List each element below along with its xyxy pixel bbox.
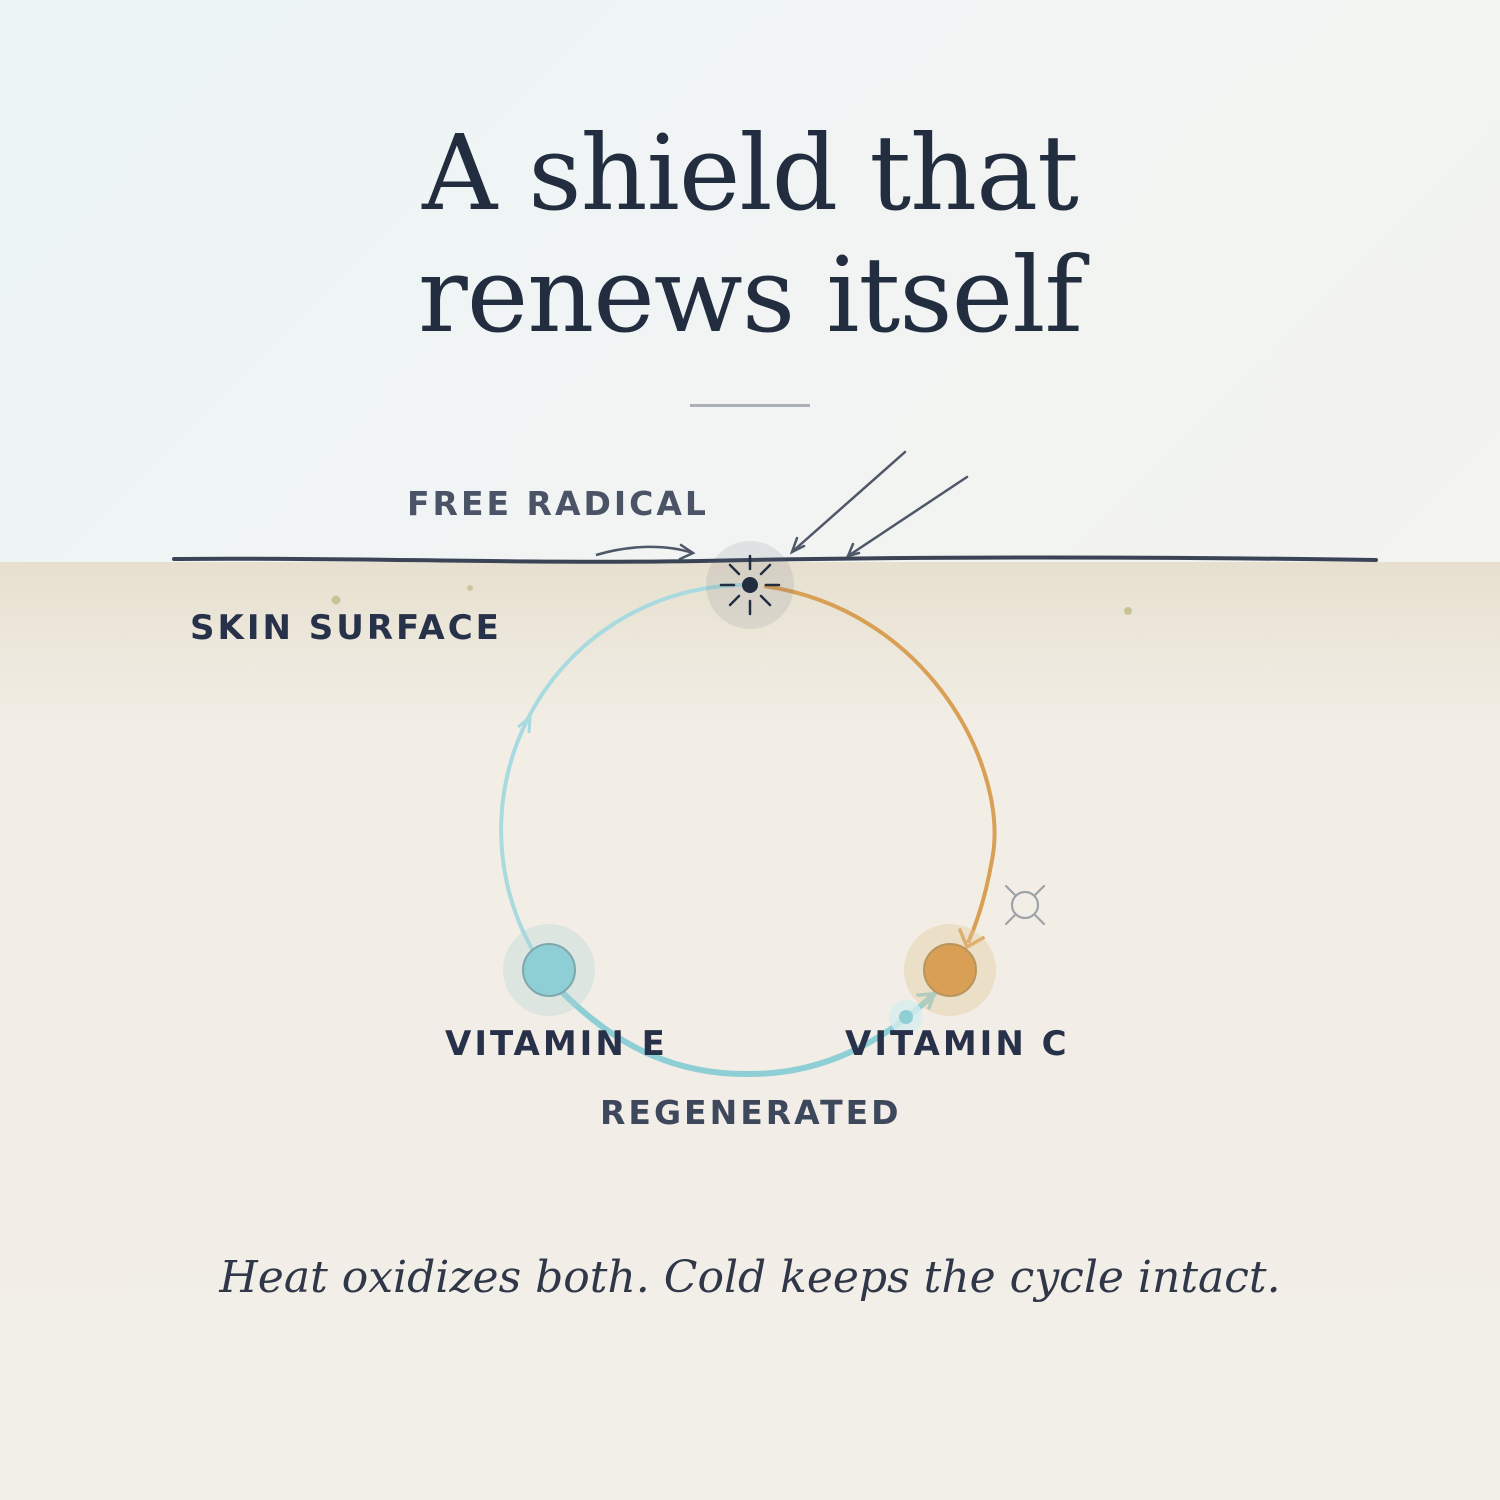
vitamin-e-label: VITAMIN E <box>445 1024 668 1064</box>
skin-surface-label: SKIN SURFACE <box>190 608 502 648</box>
sun-burst-icon <box>719 554 781 616</box>
free-radical-pointer-arrow <box>595 545 694 557</box>
vitamin-c-oxidation-arc <box>763 584 997 944</box>
vitamin-c-oxidation-arrowhead <box>958 928 985 950</box>
title-line-1: A shield that <box>422 112 1079 234</box>
title-line-2: renews itself <box>418 234 1083 356</box>
incoming-radical-arrows <box>789 450 969 558</box>
air-region <box>0 0 1500 562</box>
vitamin-e-direction-arrowhead <box>517 713 532 734</box>
skin-particles <box>331 585 1132 615</box>
skin-surface-line <box>172 555 1378 564</box>
vitamin-e-return-arc <box>499 582 751 984</box>
electron-transfer-dot <box>899 1010 913 1024</box>
regeneration-arrowhead <box>916 992 937 1010</box>
vitamin-e-node <box>522 943 576 997</box>
free-radical-pointer-arrowhead <box>678 543 696 561</box>
title-divider <box>690 404 810 407</box>
heat-off-icon <box>1004 884 1046 926</box>
regenerated-label: REGENERATED <box>600 1093 902 1132</box>
page-title: A shield that renews itself <box>0 112 1500 356</box>
vitamin-c-node <box>923 943 977 997</box>
vitamin-c-label: VITAMIN C <box>845 1024 1070 1064</box>
skin-region <box>0 562 1500 1500</box>
caption: Heat oxidizes both. Cold keeps the cycle… <box>219 1252 1281 1303</box>
free-radical-label: FREE RADICAL <box>407 484 709 523</box>
regeneration-arc <box>559 989 937 1078</box>
